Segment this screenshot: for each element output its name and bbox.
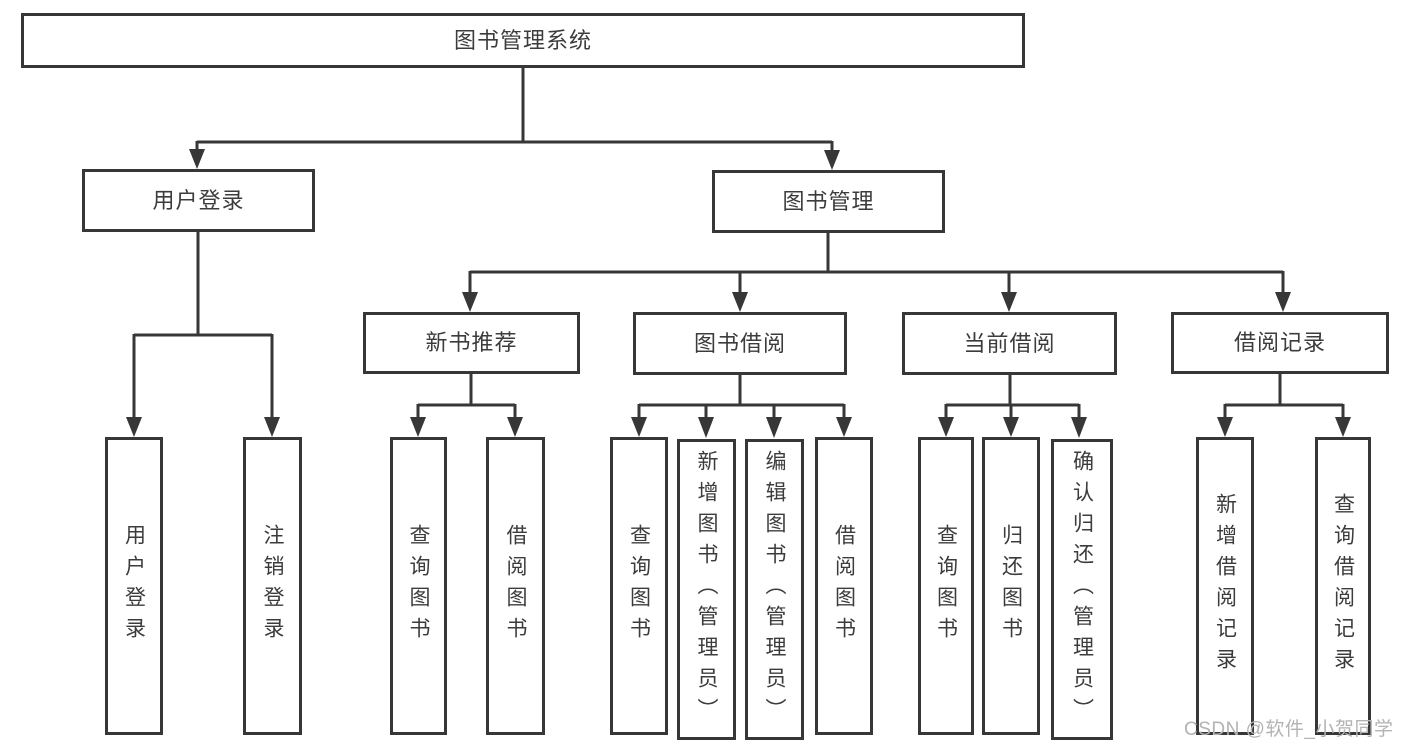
- leaf-query-book-1: 查询图书: [390, 437, 447, 735]
- leaf-add-borrow-record: 新增借阅记录: [1196, 437, 1254, 735]
- leaf-return-book: 归还图书: [982, 437, 1040, 735]
- node-new-book-recommend: 新书推荐: [363, 312, 580, 374]
- node-user-login-branch: 用户登录: [82, 169, 315, 232]
- csdn-watermark: CSDN @软件_小贺同学: [1184, 719, 1394, 740]
- leaf-confirm-return-admin: 确认归还（管理员）: [1051, 439, 1113, 740]
- node-current-borrow: 当前借阅: [902, 312, 1117, 375]
- node-book-management-branch: 图书管理: [712, 170, 945, 233]
- leaf-query-book-2: 查询图书: [610, 437, 668, 735]
- leaf-add-book-admin: 新增图书（管理员）: [677, 439, 736, 740]
- node-library-management-system: 图书管理系统: [21, 13, 1025, 68]
- node-book-borrow: 图书借阅: [633, 312, 847, 375]
- leaf-edit-book-admin: 编辑图书（管理员）: [745, 439, 804, 740]
- leaf-borrow-book-1: 借阅图书: [486, 437, 545, 735]
- node-borrow-record: 借阅记录: [1171, 312, 1389, 374]
- leaf-query-borrow-record: 查询借阅记录: [1315, 437, 1371, 735]
- leaf-query-book-3: 查询图书: [918, 437, 974, 735]
- leaf-logout: 注销登录: [243, 437, 302, 735]
- leaf-borrow-book-2: 借阅图书: [815, 437, 873, 735]
- leaf-user-login: 用户登录: [105, 437, 163, 735]
